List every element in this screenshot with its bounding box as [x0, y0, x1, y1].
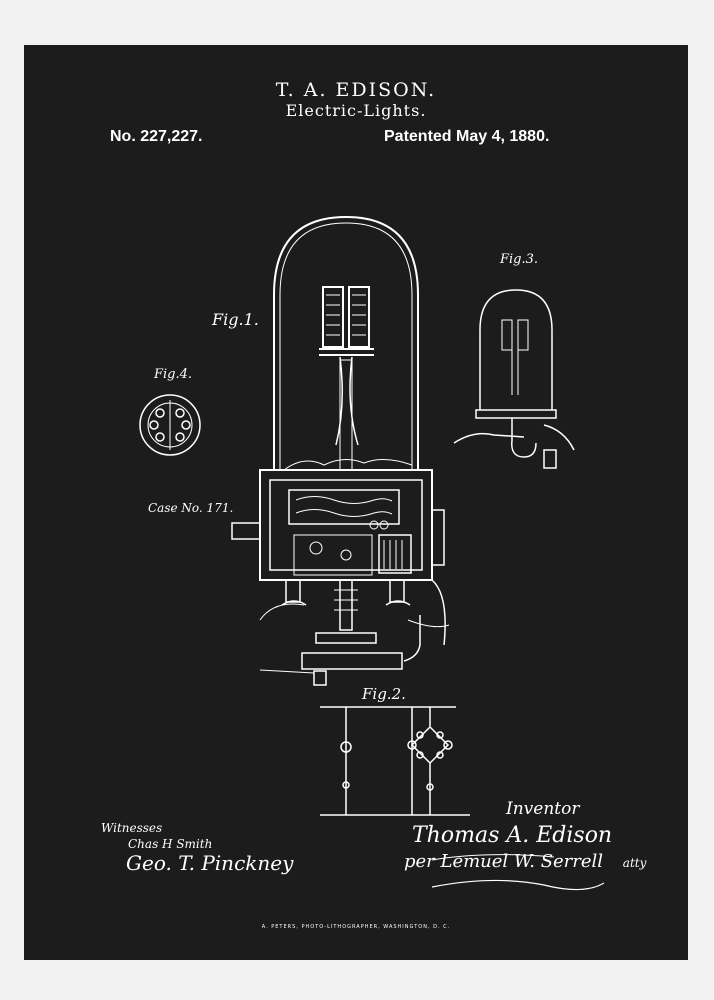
patent-number: No. 227,227.	[110, 128, 203, 145]
fig3-small-bulb-drawing	[453, 289, 575, 469]
fig3-label: Fig.3.	[500, 252, 539, 267]
fig2-label: Fig.2.	[362, 685, 406, 703]
witness-signature: Chas H Smith	[128, 837, 213, 851]
inventor-title: T. A. EDISON.	[275, 79, 437, 101]
fig1-bulb-drawing	[231, 215, 450, 686]
subject-title: Electric-Lights.	[285, 101, 427, 120]
attorney-signature: per Lemuel W. Serrell atty	[404, 851, 646, 872]
witness-signature: Geo. T. Pinckney	[126, 851, 294, 875]
witnesses-label: Witnesses	[101, 821, 163, 835]
attorney-suffix: atty	[622, 856, 647, 870]
fig2-circuit-drawing	[320, 706, 470, 816]
inventor-label: Inventor	[506, 799, 580, 819]
lithographer-footer: A. PETERS, PHOTO-LITHOGRAPHER, WASHINGTO…	[261, 924, 451, 930]
patent-drawing	[139, 215, 605, 891]
inventor-signature: Thomas A. Edison	[412, 823, 613, 848]
patent-poster: T. A. EDISON. Electric-Lights. No. 227,2…	[24, 45, 688, 960]
fig1-label: Fig.1.	[212, 310, 259, 329]
fig4-disk-drawing	[139, 394, 201, 456]
case-number: Case No. 171.	[148, 501, 234, 515]
attorney-name: per Lemuel W. Serrell	[404, 851, 604, 872]
fig4-label: Fig.4.	[154, 367, 193, 382]
patent-date: Patented May 4, 1880.	[384, 128, 550, 145]
